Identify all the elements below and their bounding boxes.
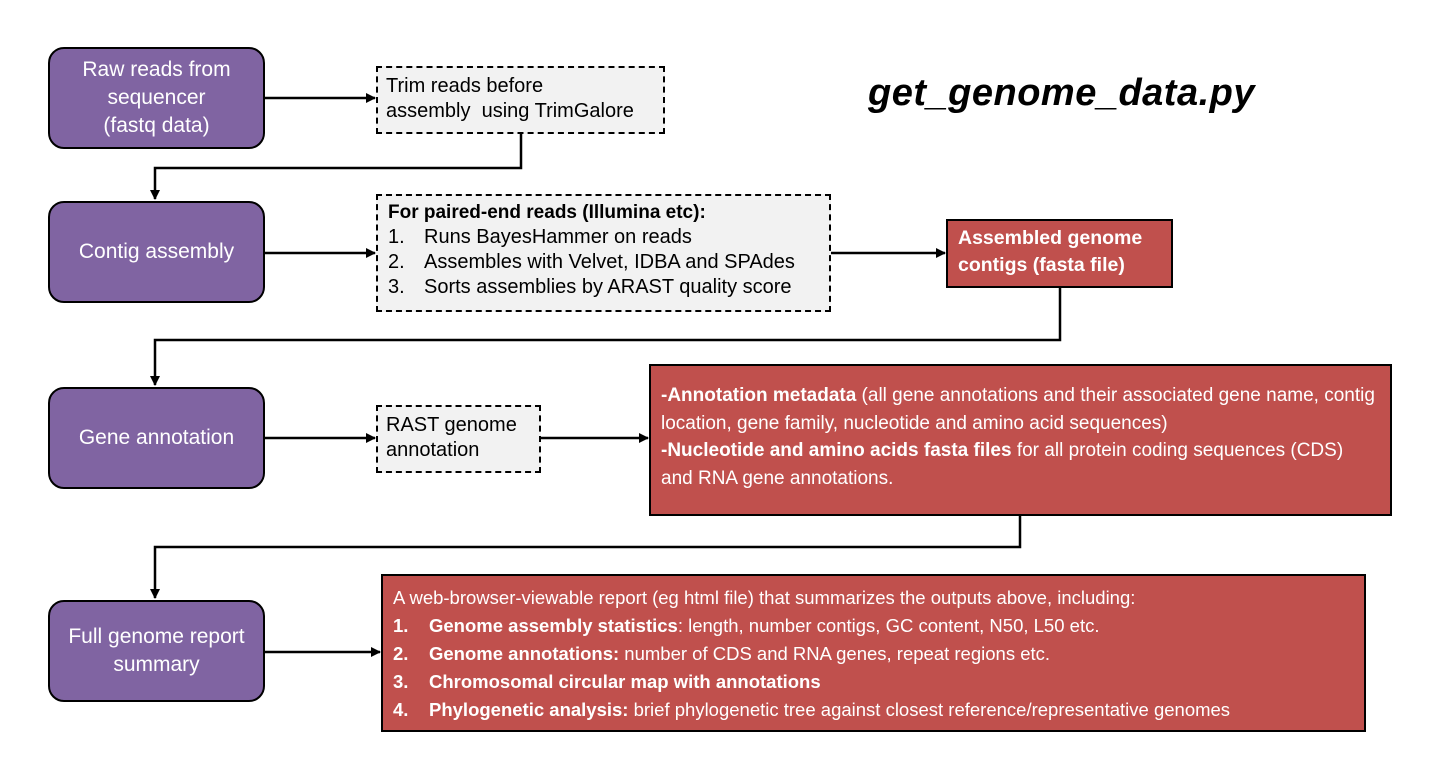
report-item-title: Chromosomal circular map with annotation… [429,671,821,692]
rast-line-1: RAST genome [386,414,517,436]
assembly-steps-heading: For paired-end reads (Illumina etc): [388,202,706,223]
report-item-number: 2. [393,643,409,664]
output-assembled-contigs[interactable]: Assembled genome contigs (fasta file) [946,219,1173,288]
fasta-files-entry: -Nucleotide and amino acids fasta files … [661,437,1380,492]
report-item: 2. Genome annotations: number of CDS and… [393,640,1354,668]
annotation-metadata-text: (all gene annotations and their associat… [661,385,1375,434]
report-item-number: 1. [393,615,409,636]
script-title: get_genome_data.py [868,72,1255,114]
assembly-step-text: Runs BayesHammer on reads [424,226,692,248]
stage-contig-assembly[interactable]: Contig assembly [48,201,265,303]
report-item-title: Genome assembly statistics [429,615,678,636]
output-annotation-files[interactable]: -Annotation metadata (all gene annotatio… [649,364,1392,516]
assembly-step: 2. Assembles with Velvet, IDBA and SPAde… [388,250,819,275]
assembly-step-text: Sorts assemblies by ARAST quality score [424,276,792,298]
fasta-files-text: for all protein coding sequences (CDS) a… [661,440,1344,489]
contigs-line-1: Assembled genome [958,227,1143,249]
report-item-title: Phylogenetic analysis: [429,699,629,720]
process-trim-reads[interactable]: Trim reads before assembly using TrimGal… [376,66,665,134]
fasta-files-title: -Nucleotide and amino acids fasta files [661,440,1012,461]
annotation-metadata-entry: -Annotation metadata (all gene annotatio… [661,382,1380,437]
stage-raw-reads[interactable]: Raw reads from sequencer (fastq data) [48,47,265,149]
stage-report-summary-label: Full genome report summary [68,625,245,676]
trim-line-1: Trim reads before [386,75,544,97]
assembly-step-text: Assembles with Velvet, IDBA and SPAdes [424,251,795,273]
report-item-number: 4. [393,699,409,720]
report-intro: A web-browser-viewable report (eg html f… [393,587,1136,608]
assembly-step: 1. Runs BayesHammer on reads [388,225,819,250]
process-rast-annotation[interactable]: RAST genome annotation [376,405,541,473]
stage-report-summary[interactable]: Full genome report summary [48,600,265,702]
report-item-number: 3. [393,671,409,692]
stage-raw-reads-label: Raw reads from sequencer (fastq data) [82,58,231,137]
assembly-step-number: 2. [388,251,405,273]
rast-line-2: annotation [386,439,480,461]
trim-line-2: assembly using TrimGalore [386,100,634,122]
process-assembly-steps[interactable]: For paired-end reads (Illumina etc): 1. … [376,194,831,312]
report-item: 1. Genome assembly statistics: length, n… [393,612,1354,640]
report-item: 3. Chromosomal circular map with annotat… [393,668,1354,696]
assembly-step-number: 3. [388,276,405,298]
report-item-text: : length, number contigs, GC content, N5… [677,615,1100,636]
report-item-text: brief phylogenetic tree against closest … [628,699,1231,720]
report-item-title: Genome annotations: [429,643,620,664]
output-web-report[interactable]: A web-browser-viewable report (eg html f… [381,574,1366,732]
assembly-step: 3. Sorts assemblies by ARAST quality sco… [388,275,819,300]
contigs-line-2: contigs (fasta file) [958,254,1125,276]
report-item-text: number of CDS and RNA genes, repeat regi… [619,643,1051,664]
stage-gene-annotation[interactable]: Gene annotation [48,387,265,489]
assembly-step-number: 1. [388,226,405,248]
report-item: 4. Phylogenetic analysis: brief phylogen… [393,696,1354,724]
arrow-trim-to-assembly [150,133,523,200]
stage-gene-annotation-label: Gene annotation [78,426,235,449]
annotation-metadata-title: -Annotation metadata [661,385,857,406]
arrow-contigs-to-annotation [150,288,1062,386]
stage-contig-assembly-label: Contig assembly [78,240,235,263]
arrow-output-to-report [150,515,1022,599]
